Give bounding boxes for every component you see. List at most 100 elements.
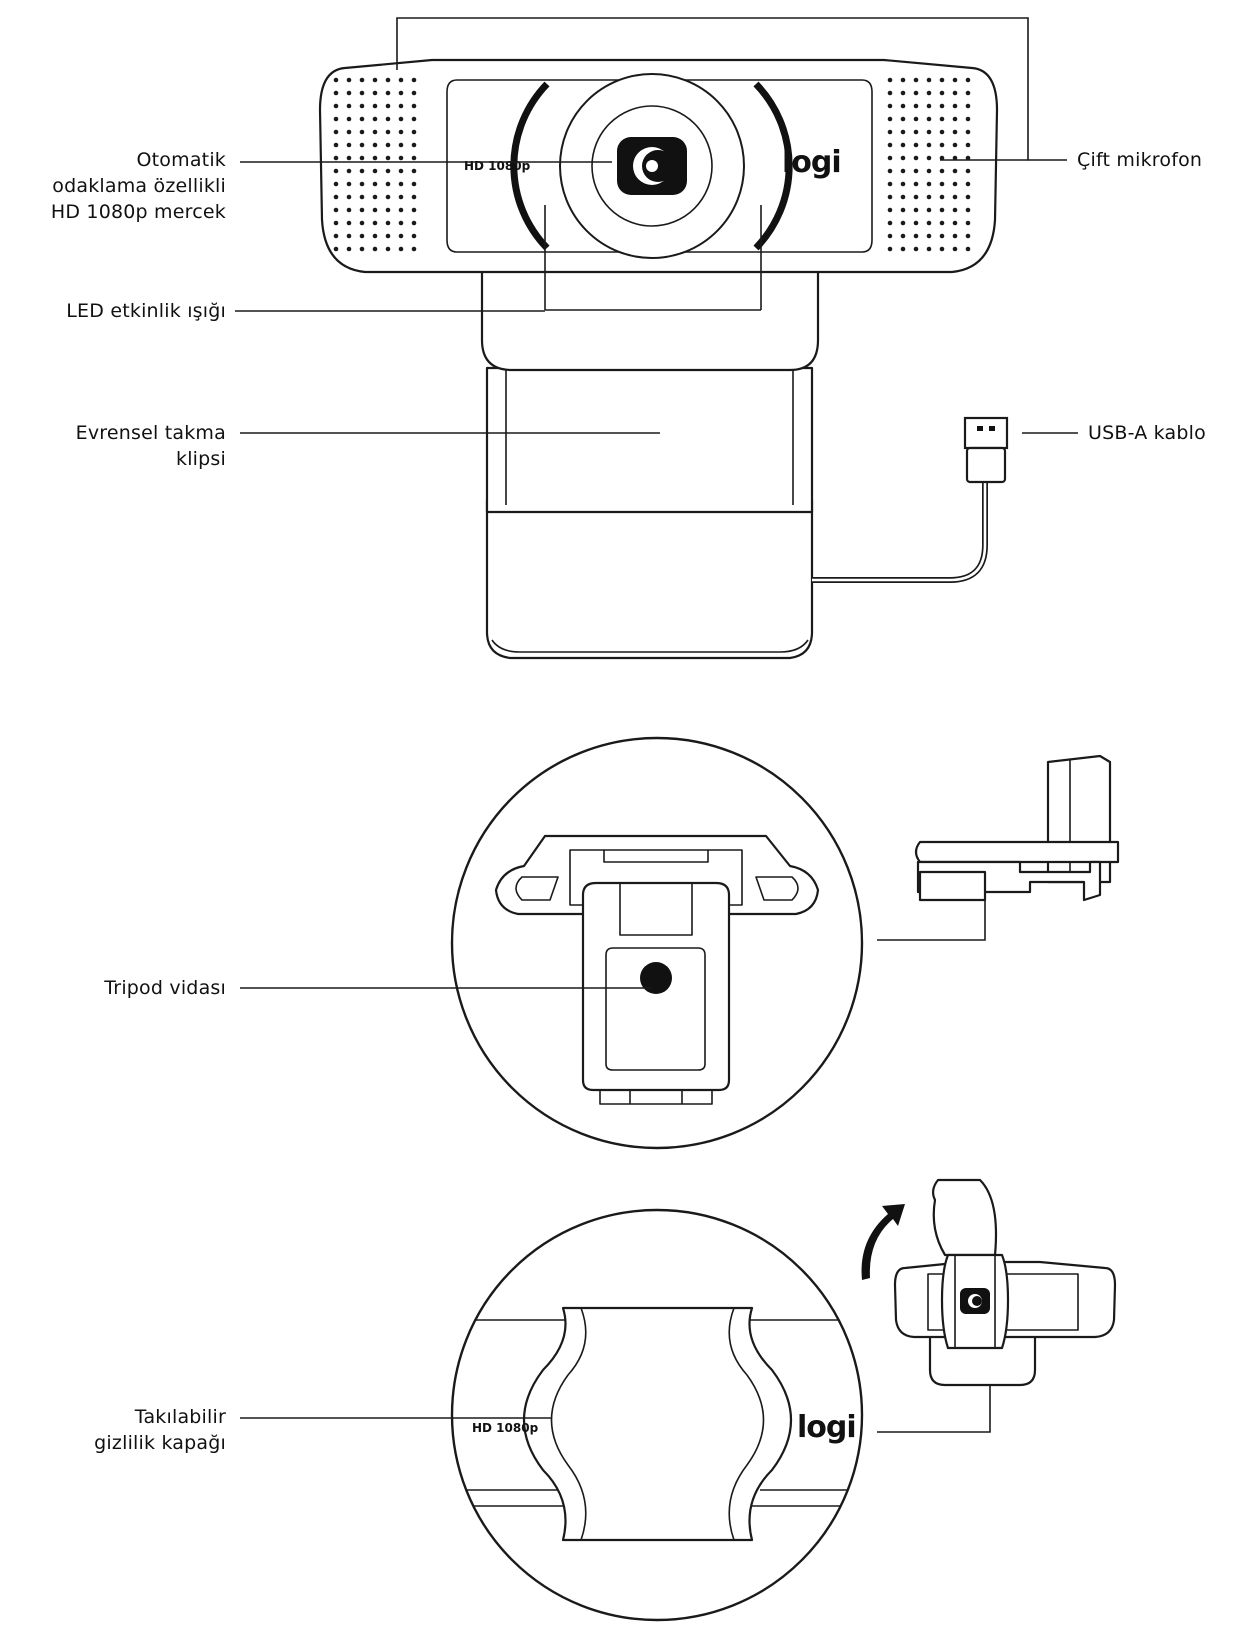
grille-dot xyxy=(359,168,365,174)
grille-dot xyxy=(900,194,906,200)
grille-dot xyxy=(385,168,391,174)
grille-dot xyxy=(900,233,906,239)
grille-dot xyxy=(411,103,417,109)
grille-dot xyxy=(965,129,971,135)
grille-dot xyxy=(346,220,352,226)
grille-dot xyxy=(346,77,352,83)
grille-dot xyxy=(926,129,932,135)
label-lens: Otomatik odaklama özellikli HD 1080p mer… xyxy=(51,147,226,225)
grille-dot xyxy=(939,103,945,109)
grille-dot xyxy=(333,155,339,161)
grille-dot xyxy=(346,181,352,187)
grille-dot xyxy=(913,90,919,96)
grille-dot xyxy=(952,207,958,213)
grille-dot xyxy=(900,181,906,187)
grille-dot xyxy=(346,246,352,252)
grille-dot xyxy=(952,77,958,83)
grille-dot xyxy=(926,220,932,226)
grille-dot xyxy=(372,220,378,226)
grille-dot xyxy=(372,233,378,239)
grille-dot xyxy=(952,90,958,96)
grille-dot xyxy=(965,207,971,213)
grille-dot xyxy=(926,194,932,200)
grille-dot xyxy=(372,142,378,148)
grille-dot xyxy=(359,246,365,252)
grille-dot xyxy=(398,142,404,148)
grille-dot xyxy=(939,77,945,83)
grille-dot xyxy=(372,116,378,122)
grille-dot xyxy=(333,116,339,122)
grille-dot xyxy=(359,181,365,187)
grille-dot xyxy=(333,246,339,252)
grille-dot xyxy=(913,103,919,109)
grille-dot xyxy=(333,168,339,174)
grille-dot xyxy=(913,233,919,239)
grille-dot xyxy=(939,194,945,200)
grille-dot xyxy=(346,233,352,239)
rotate-arrow-icon xyxy=(861,1204,905,1280)
label-usb-text: USB-A kablo xyxy=(1088,422,1206,444)
grille-dot xyxy=(346,155,352,161)
grille-dot xyxy=(385,233,391,239)
grille-dot xyxy=(926,155,932,161)
grille-dot xyxy=(965,142,971,148)
grille-dot xyxy=(913,142,919,148)
microphone-grille-right xyxy=(887,77,971,252)
grille-dot xyxy=(952,168,958,174)
grille-dot xyxy=(411,181,417,187)
grille-dot xyxy=(398,194,404,200)
grille-dot xyxy=(913,116,919,122)
privacy-cover xyxy=(523,1306,792,1542)
grille-dot xyxy=(965,77,971,83)
grille-dot xyxy=(411,168,417,174)
label-cover-line1: Takılabilir xyxy=(134,1406,226,1428)
label-led: LED etkinlik ışığı xyxy=(66,298,226,324)
grille-dot xyxy=(372,90,378,96)
mounting-clip-upper xyxy=(485,366,814,514)
grille-dot xyxy=(398,103,404,109)
label-lens-line3: HD 1080p mercek xyxy=(50,201,226,223)
hd-1080p-print-top: HD 1080p xyxy=(464,159,531,173)
grille-dot xyxy=(385,194,391,200)
grille-dot xyxy=(965,168,971,174)
grille-dot xyxy=(965,103,971,109)
grille-dot xyxy=(411,142,417,148)
grille-dot xyxy=(952,220,958,226)
grille-dot xyxy=(346,116,352,122)
grille-dot xyxy=(346,90,352,96)
grille-dot xyxy=(411,77,417,83)
label-clip-line1: Evrensel takma xyxy=(75,422,226,444)
grille-dot xyxy=(900,129,906,135)
grille-dot xyxy=(333,181,339,187)
grille-dot xyxy=(411,207,417,213)
grille-dot xyxy=(952,194,958,200)
grille-dot xyxy=(965,233,971,239)
grille-dot xyxy=(887,207,893,213)
grille-dot xyxy=(398,90,404,96)
grille-dot xyxy=(385,116,391,122)
grille-dot xyxy=(939,168,945,174)
logi-logo-bottom: logi xyxy=(797,1410,856,1445)
grille-dot xyxy=(359,233,365,239)
grille-dot xyxy=(372,168,378,174)
grille-dot xyxy=(913,168,919,174)
lens-ring-outer xyxy=(510,81,550,251)
leader-lines-top xyxy=(235,17,1078,434)
grille-dot xyxy=(913,181,919,187)
grille-dot xyxy=(333,103,339,109)
label-lens-line2: odaklama özellikli xyxy=(52,175,226,197)
grille-dot xyxy=(926,181,932,187)
grille-dot xyxy=(952,181,958,187)
grille-dot xyxy=(913,246,919,252)
grille-dot xyxy=(900,142,906,148)
grille-dot xyxy=(385,181,391,187)
grille-dot xyxy=(952,142,958,148)
grille-dot xyxy=(965,194,971,200)
grille-dot xyxy=(359,77,365,83)
grille-dot xyxy=(900,155,906,161)
grille-dot xyxy=(333,233,339,239)
hd-1080p-print-bottom: HD 1080p xyxy=(472,1421,539,1435)
grille-dot xyxy=(411,90,417,96)
grille-dot xyxy=(939,220,945,226)
